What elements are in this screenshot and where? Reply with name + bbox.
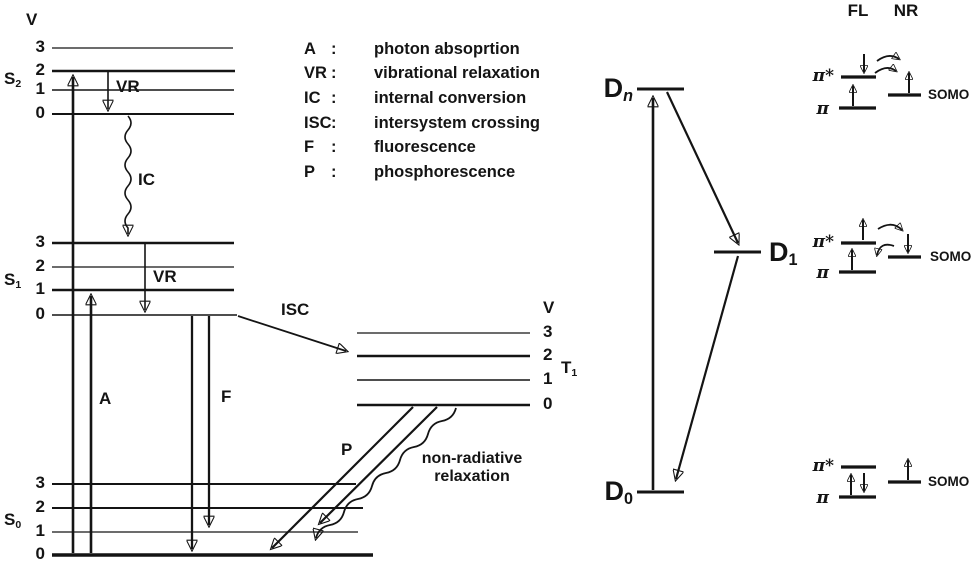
s1-state-label: S1 xyxy=(4,270,22,291)
s0-level-3-label: 3 xyxy=(35,473,45,492)
dn-somo-label: SOMO xyxy=(928,87,970,102)
dn-curved-arrow-2 xyxy=(874,68,896,74)
t1-level-2-label: 2 xyxy=(543,345,553,364)
v-axis-label-singlet: V xyxy=(26,10,38,29)
s1-level-lines xyxy=(52,241,237,316)
legend-row-phosphorescence: P:phosphorescence xyxy=(304,162,516,181)
mo-dn-group xyxy=(839,54,921,110)
d1-pistar-label: π* xyxy=(812,232,834,252)
dn-state-label: Dn xyxy=(603,73,633,106)
isc-arrow xyxy=(237,315,346,351)
t1-level-1-label: 1 xyxy=(543,369,553,388)
relaxation-arrow-d1-d0 xyxy=(676,255,740,479)
d0-state-label: D0 xyxy=(604,476,633,509)
legend-row-fluorescence: F:fluorescence xyxy=(304,138,476,157)
ic-label: IC xyxy=(138,170,155,189)
s1-level-0-label: 0 xyxy=(35,304,45,323)
mo-d0-group xyxy=(839,460,921,499)
relaxation-arrow-dn-d1 xyxy=(666,91,738,243)
nr-column-header: NR xyxy=(893,1,919,20)
fl-column-header: FL xyxy=(847,1,869,20)
isc-label: ISC xyxy=(281,300,310,319)
d0-somo-label: SOMO xyxy=(928,474,970,489)
nonradiative-wavy-arrow xyxy=(316,407,457,538)
t1-level-0-label: 0 xyxy=(543,394,553,413)
s0-level-1-label: 1 xyxy=(35,521,45,540)
d1-curved-arrow-2 xyxy=(877,243,895,255)
legend-row-ic: IC:internal conversion xyxy=(304,88,527,107)
legend-row-vr: VR:vibrational relaxation xyxy=(304,64,540,83)
absorption-label: A xyxy=(99,389,112,408)
phosphorescence-label: P xyxy=(341,440,353,459)
s2-state-label: S2 xyxy=(4,69,22,90)
legend: A:photon absoprtion VR:vibrational relax… xyxy=(304,37,540,185)
s2-level-2-label: 2 xyxy=(35,60,45,79)
t1-state-label: T1 xyxy=(561,358,578,379)
s2-level-1-label: 1 xyxy=(35,79,45,98)
legend-row-absorption: A:photon absoprtion xyxy=(304,39,520,58)
s2-level-3-label: 3 xyxy=(35,37,45,56)
s0-state-label: S0 xyxy=(4,510,22,531)
fluorescence-arrows xyxy=(192,316,209,549)
t1-level-lines xyxy=(357,332,530,407)
absorption-arrows xyxy=(73,77,91,553)
d1-somo-label: SOMO xyxy=(930,249,972,264)
phosphorescence-arrow-1 xyxy=(272,406,414,548)
d0-pi-label: π xyxy=(816,488,829,508)
nonradiative-label: non-radiative relaxation xyxy=(421,450,523,485)
legend-row-isc: ISC:intersystem crossing xyxy=(304,113,540,132)
dn-pi-label: π xyxy=(816,99,829,119)
t1-level-3-label: 3 xyxy=(543,322,553,341)
fluorescence-label: F xyxy=(221,387,232,406)
v-axis-label-triplet: V xyxy=(543,298,555,317)
dn-pistar-label: π* xyxy=(812,66,834,86)
doublet-level-lines xyxy=(637,87,761,494)
d1-pi-label: π xyxy=(816,263,829,283)
s2-level-0-label: 0 xyxy=(35,103,45,122)
s1-level-1-label: 1 xyxy=(35,279,45,298)
ic-wavy-arrow xyxy=(125,115,131,234)
s2-level-lines xyxy=(52,47,235,115)
d1-curved-arrow-1 xyxy=(877,225,902,230)
d1-state-label: D1 xyxy=(769,237,798,270)
s1-level-2-label: 2 xyxy=(35,256,45,275)
d0-pistar-label: π* xyxy=(812,456,834,476)
dn-curved-arrow-1 xyxy=(876,56,899,62)
s1-level-3-label: 3 xyxy=(35,232,45,251)
mo-d1-group xyxy=(839,220,921,274)
s0-level-2-label: 2 xyxy=(35,497,45,516)
s0-level-0-label: 0 xyxy=(35,544,45,563)
vr-label-s2: VR xyxy=(116,77,140,96)
phosphorescence-arrows xyxy=(272,406,438,548)
vr-label-s1: VR xyxy=(153,267,177,286)
phosphorescence-arrow-2 xyxy=(320,406,438,523)
doublet-transition-arrows xyxy=(653,91,740,490)
